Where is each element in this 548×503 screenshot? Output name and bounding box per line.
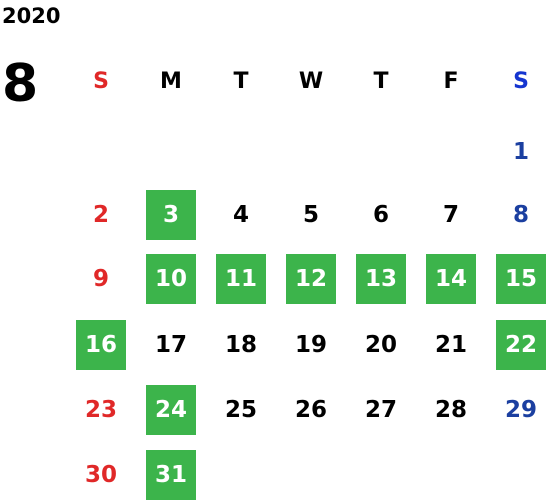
day-cell[interactable]: 20 [364,332,397,358]
day-cell[interactable]: 25 [224,397,257,423]
day-cell[interactable]: 6 [372,202,389,228]
day-cell[interactable]: 28 [434,397,467,423]
day-cell[interactable]: 1 [512,139,529,165]
highlighted-day-cell[interactable]: 31 [146,450,196,500]
day-cell[interactable]: 4 [232,202,249,228]
day-cell[interactable]: 29 [504,397,537,423]
highlighted-day-cell[interactable]: 3 [146,190,196,240]
highlighted-day-cell[interactable]: 22 [496,320,546,370]
day-cell[interactable]: 9 [92,266,109,292]
highlighted-day-cell[interactable]: 10 [146,254,196,304]
day-cell[interactable]: 21 [434,332,467,358]
highlighted-day-cell[interactable]: 24 [146,385,196,435]
highlighted-day-cell[interactable]: 13 [356,254,406,304]
day-cell[interactable]: 26 [294,397,327,423]
day-cell[interactable]: 19 [294,332,327,358]
weekday-header: S [93,68,109,94]
highlighted-day-cell[interactable]: 11 [216,254,266,304]
weekday-header: W [298,68,324,94]
highlighted-day-cell[interactable]: 12 [286,254,336,304]
highlighted-day-cell[interactable]: 15 [496,254,546,304]
weekday-header: T [233,68,249,94]
day-cell[interactable]: 5 [302,202,319,228]
day-cell[interactable]: 27 [364,397,397,423]
day-cell[interactable]: 2 [92,202,109,228]
year-label: 2020 [2,4,61,28]
day-cell[interactable]: 30 [84,462,117,488]
day-cell[interactable]: 17 [154,332,187,358]
highlighted-day-cell[interactable]: 16 [76,320,126,370]
month-label: 8 [2,54,39,114]
day-cell[interactable]: 7 [442,202,459,228]
weekday-header: S [513,68,529,94]
weekday-header: T [373,68,389,94]
highlighted-day-cell[interactable]: 14 [426,254,476,304]
day-cell[interactable]: 18 [224,332,257,358]
weekday-header: M [160,68,182,94]
day-cell[interactable]: 23 [84,397,117,423]
weekday-header: F [443,68,459,94]
day-cell[interactable]: 8 [512,202,529,228]
